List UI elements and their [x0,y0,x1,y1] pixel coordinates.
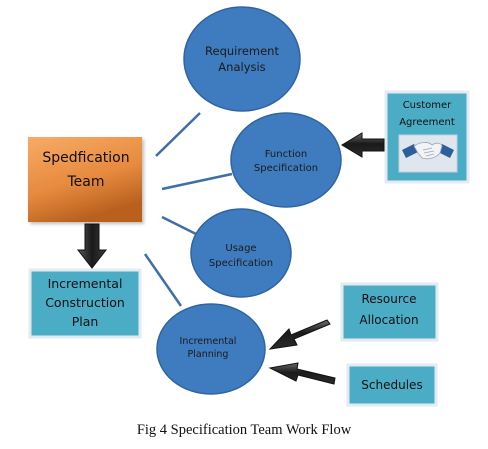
spec-team-box [28,137,142,222]
function-spec-circle [230,112,342,208]
incremental-planning-node: Incremental Planning [156,303,266,395]
function-spec-line-2: Specification [254,163,318,174]
customer-agreement-line-2: Agreement [399,117,455,128]
connector-incremental-planning [143,253,183,307]
icp-label-line-2: Construction [45,295,125,310]
requirement-analysis-line-1: Requirement [205,44,279,58]
figure-caption: Fig 4 Specification Team Work Flow [136,422,352,438]
schedules-box [346,363,438,407]
spec-team-node: Spedfication Team [28,137,142,222]
customer-agreement-line-1: Customer [403,100,452,111]
connector-requirement-analysis [155,112,201,157]
left-arrow-icon [341,132,385,158]
usage-spec-line-2: Specification [209,258,273,269]
icp-label-line-1: Incremental [48,276,123,291]
connector-function-spec [161,172,233,191]
usage-spec-node: Usage Specification [190,208,292,298]
handshake-icon [398,134,458,173]
function-spec-line-1: Function [265,149,308,160]
requirement-analysis-line-2: Analysis [218,60,265,74]
spec-team-label-line-1: Spedfication [42,150,129,166]
resource-allocation-line-2: Allocation [359,313,418,327]
resource-allocation-node: Resource Allocation [340,282,439,342]
connectors [143,112,233,307]
resource-allocation-line-1: Resource [361,292,416,306]
incremental-construction-plan-node: Incremental Construction Plan [28,268,142,339]
connector-usage-spec [161,215,197,236]
down-arrow-icon [76,223,108,269]
usage-spec-line-1: Usage [225,243,256,254]
requirement-analysis-node: Requirement Analysis [183,6,301,112]
schedules-label: Schedules [361,378,422,392]
icp-label-line-3: Plan [72,314,99,329]
incremental-planning-line-1: Incremental [180,336,237,347]
incremental-construction-plan-box [28,268,142,339]
customer-agreement-node: Customer Agreement [384,90,470,184]
incremental-planning-circle [156,303,266,395]
incremental-planning-line-2: Planning [188,349,229,360]
diagonal-arrow-icon-resource [268,319,331,350]
function-spec-node: Function Specification [230,112,342,208]
requirement-analysis-circle [183,6,301,112]
resource-allocation-box [340,282,439,342]
diagonal-arrow-icon-schedules [268,362,336,385]
usage-spec-circle [190,208,292,298]
spec-team-label-line-2: Team [66,174,104,190]
schedules-node: Schedules [346,363,438,407]
